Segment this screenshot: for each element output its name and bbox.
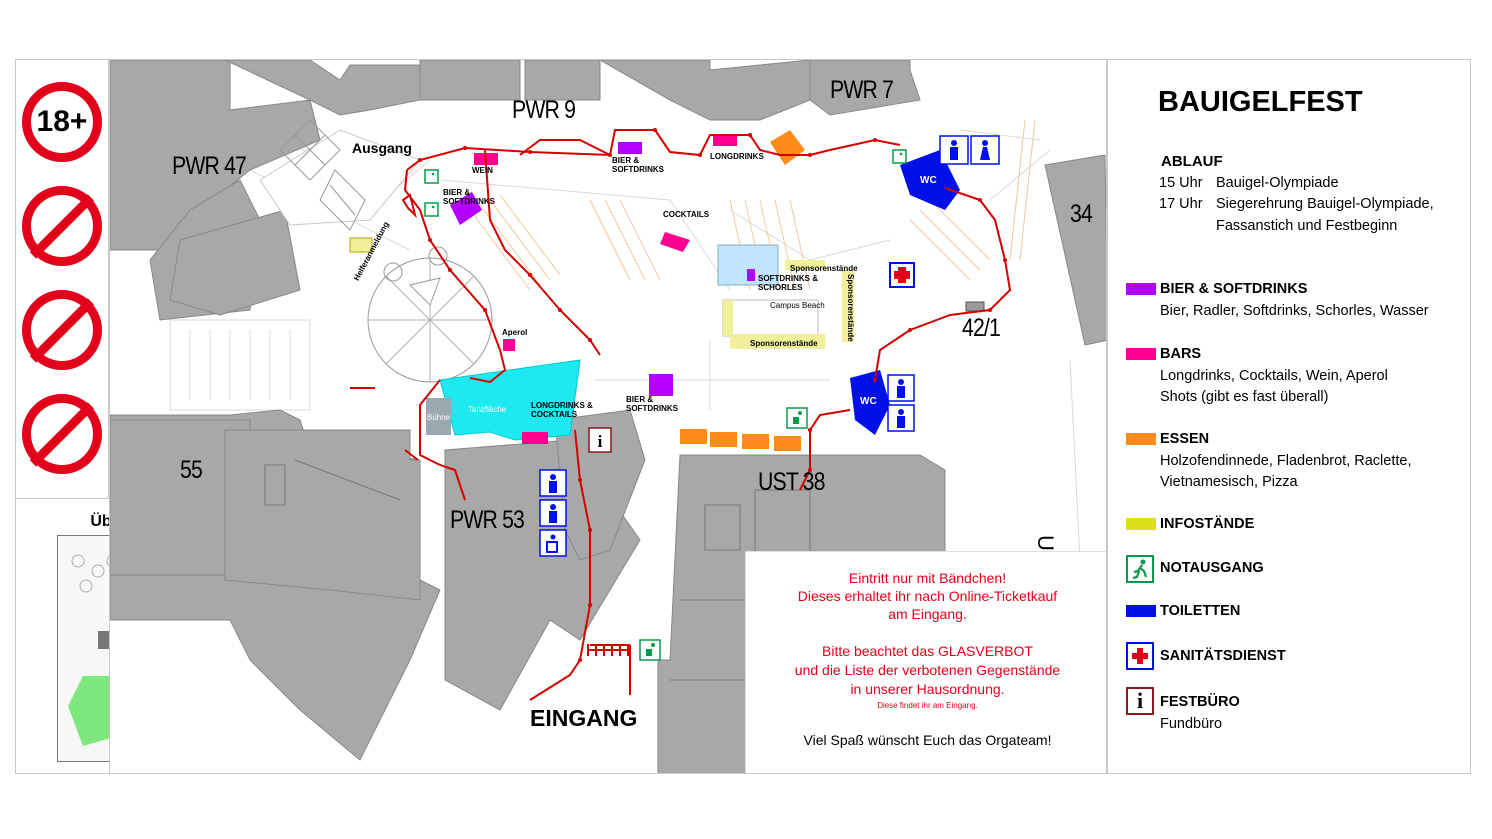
- notice-line: und die Liste der verbotenen Gegenstände: [794, 662, 1061, 678]
- stand-label-aperol: Aperol: [502, 328, 528, 337]
- prohibition-icon: [22, 290, 102, 370]
- legend-title: BAUIGELFEST: [1158, 86, 1363, 118]
- legend-label: BIER & SOFTDRINKS: [1160, 281, 1308, 297]
- notice-closing: Viel Spaß wünscht Euch das Orgateam!: [803, 732, 1052, 748]
- sponsor-label: Sponsorenstände: [846, 274, 855, 342]
- legend-label: ESSEN: [1160, 431, 1210, 447]
- notice-line: in unserer Hausordnung.: [850, 681, 1005, 697]
- prohibition-signs-panel: 18+: [15, 59, 109, 499]
- wc-label: WC: [920, 175, 937, 186]
- legend-swatch-food: [1126, 433, 1156, 445]
- stand-label-bier-softdrinks: BIER & SOFTDRINKS: [626, 395, 678, 413]
- age-18-label: 18+: [36, 105, 88, 138]
- building-label-ust38: UST 38: [758, 468, 825, 496]
- schedule-event: Fassanstich und Festbeginn: [1216, 218, 1398, 234]
- stand-label-longdrinks: LONGDRINKS: [710, 152, 764, 161]
- wc-label: WC: [860, 396, 877, 407]
- legend-label: BARS: [1160, 346, 1202, 362]
- building-label-34: 34: [1070, 200, 1093, 228]
- legend-desc: Longdrinks, Cocktails, Wein, Aperol: [1160, 368, 1388, 384]
- legend-desc: Vietnamesisch, Pizza: [1160, 474, 1298, 490]
- building-label-55: 55: [180, 456, 203, 484]
- emergency-exit-icon: [1126, 555, 1154, 583]
- legend-desc: Shots (gibt es fast überall): [1160, 389, 1329, 405]
- legend-label: NOTAUSGANG: [1160, 560, 1264, 576]
- stand-label-cocktails: COCKTAILS: [663, 210, 710, 219]
- festival-site-map: i PWR 47 PWR 9 PWR 7 34 42/1 55 PWR 53 U…: [109, 59, 1107, 774]
- stand-label-bier-softdrinks: BIER & SOFTDRINKS: [612, 156, 664, 174]
- notice-box: Eintritt nur mit Bändchen! Dieses erhalt…: [745, 551, 1106, 773]
- legend-desc: Bier, Radler, Softdrinks, Schorles, Wass…: [1160, 303, 1429, 319]
- schedule-time: 15 Uhr: [1159, 175, 1203, 191]
- legend-desc: Holzofendinnede, Fladenbrot, Raclette,: [1160, 453, 1412, 469]
- legend-swatch-toilets: [1126, 605, 1156, 617]
- notice-line: Dieses erhaltet ihr nach Online-Ticketka…: [797, 588, 1058, 604]
- age-18-sign: 18+: [22, 82, 102, 162]
- legend-label: TOILETTEN: [1160, 603, 1241, 619]
- notice-line: Bitte beachtet das GLASVERBOT: [822, 643, 1033, 659]
- sponsor-label: Sponsorenstände: [790, 264, 858, 273]
- info-office-icon: i: [1126, 687, 1154, 715]
- exit-label: Ausgang: [352, 140, 412, 156]
- sponsor-label: Sponsorenstände: [750, 339, 818, 348]
- stage-label: Bühne: [427, 413, 451, 422]
- stand-label-longdrinks-cocktails: LONGDRINKS & COCKTAILS: [531, 401, 593, 419]
- legend-desc: Fundbüro: [1160, 716, 1223, 732]
- legend-swatch-bier-softdrinks: [1126, 283, 1156, 295]
- legend-swatch-bars: [1126, 348, 1156, 360]
- schedule-event: Bauigel-Olympiade: [1216, 175, 1339, 191]
- legend-label: INFOSTÄNDE: [1160, 516, 1255, 532]
- stand-label-wein: WEIN: [472, 166, 493, 175]
- legend-label: FESTBÜRO: [1160, 694, 1240, 710]
- notice-line: Eintritt nur mit Bändchen!: [848, 570, 1007, 586]
- entrance-label: EINGANG: [530, 705, 638, 731]
- schedule-heading: ABLAUF: [1161, 153, 1223, 170]
- building-label-pwr47: PWR 47: [172, 152, 247, 180]
- notice-line: Diese findet ihr am Eingang.: [877, 701, 978, 710]
- prohibition-icon: [22, 394, 102, 474]
- stand-label-bier-softdrinks: BIER & SOFTDRINKS: [443, 188, 495, 206]
- notice-line: am Eingang.: [888, 606, 967, 622]
- building-label-pwr7: PWR 7: [830, 76, 894, 104]
- campus-beach-label: Campus Beach: [770, 301, 825, 310]
- dance-floor-label: Tanzfläche: [468, 405, 507, 414]
- stand-label-softdrinks-schorles: SOFTDRINKS & SCHORLES: [758, 274, 818, 292]
- prohibition-icon: [22, 186, 102, 266]
- building-label-42-1: 42/1: [962, 314, 1001, 342]
- medical-service-icon: [1126, 642, 1154, 670]
- building-label-pwr9: PWR 9: [512, 96, 576, 124]
- schedule-event: Siegerehrung Bauigel-Olympiade,: [1216, 196, 1434, 212]
- legend-swatch-info-stands: [1126, 518, 1156, 530]
- building-label-pwr53: PWR 53: [450, 506, 525, 534]
- svg-text:i: i: [598, 432, 603, 451]
- legend-panel: BAUIGELFEST ABLAUF 15 Uhr Bauigel-Olympi…: [1107, 59, 1471, 774]
- schedule-time: 17 Uhr: [1159, 196, 1203, 212]
- legend-label: SANITÄTSDIENST: [1160, 648, 1286, 664]
